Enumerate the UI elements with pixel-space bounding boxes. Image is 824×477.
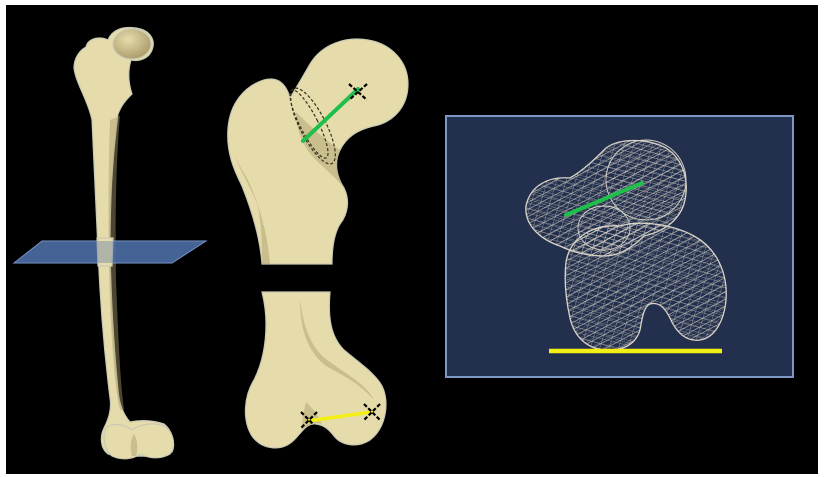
mesh-inset-panel [446, 116, 793, 377]
section-gap [256, 266, 336, 290]
mesh-shaft-section-outline [578, 206, 630, 250]
whole-femur-head [113, 29, 151, 59]
whole-femur-condyles [104, 424, 173, 459]
mesh-head-outline [606, 140, 686, 220]
